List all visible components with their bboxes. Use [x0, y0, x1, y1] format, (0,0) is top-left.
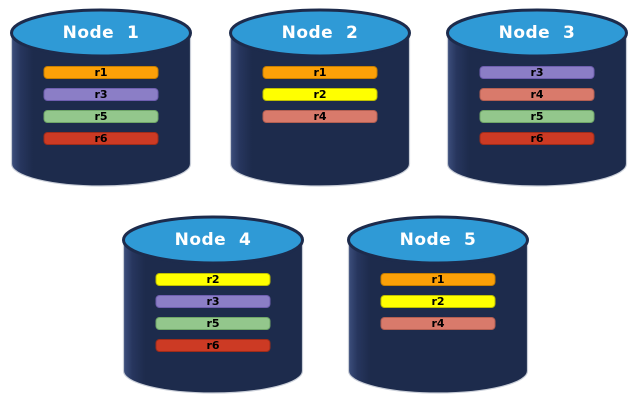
replica-label: r5	[94, 110, 108, 123]
replica-label: r4	[431, 317, 445, 330]
replica-label: r5	[206, 317, 220, 330]
replica-bar-r3: r3	[479, 66, 595, 79]
replica-label: r5	[530, 110, 544, 123]
replica-bar-r3: r3	[43, 88, 159, 101]
replica-label: r2	[313, 88, 327, 101]
replica-label: r6	[94, 132, 108, 145]
replica-bar-r2: r2	[380, 295, 496, 308]
database-node-2: Node 2 r1 r2 r4	[229, 8, 411, 188]
database-node-3: Node 3 r3 r4 r5 r6	[446, 8, 628, 188]
replica-list: r2 r3 r5 r6	[155, 273, 271, 361]
replica-list: r1 r3 r5 r6	[43, 66, 159, 154]
replica-bar-r5: r5	[43, 110, 159, 123]
replica-bar-r6: r6	[43, 132, 159, 145]
replica-label: r3	[206, 295, 220, 308]
node-title: Node 3	[498, 23, 576, 43]
replica-label: r4	[313, 110, 327, 123]
database-node-5: Node 5 r1 r2 r4	[347, 215, 529, 395]
replica-label: r3	[94, 88, 108, 101]
replica-label: r6	[206, 339, 220, 352]
replica-bar-r6: r6	[155, 339, 271, 352]
cylinder-top-ellipse	[10, 8, 192, 58]
replica-label: r4	[530, 88, 544, 101]
database-node-4: Node 4 r2 r3 r5 r6	[122, 215, 304, 395]
replica-label: r2	[431, 295, 445, 308]
node-title: Node 4	[174, 230, 252, 250]
replica-list: r1 r2 r4	[380, 273, 496, 339]
node-title: Node 2	[281, 23, 359, 43]
replica-bar-r5: r5	[479, 110, 595, 123]
replica-label: r1	[431, 273, 445, 286]
node-title: Node 5	[399, 230, 477, 250]
replica-bar-r4: r4	[479, 88, 595, 101]
node-title: Node 1	[62, 23, 140, 43]
replica-bar-r3: r3	[155, 295, 271, 308]
cylinder-top-ellipse	[122, 215, 304, 265]
replica-label: r3	[530, 66, 544, 79]
cylinder-top-ellipse	[446, 8, 628, 58]
replica-label: r6	[530, 132, 544, 145]
cylinder-top-ellipse	[347, 215, 529, 265]
cylinder-top-ellipse	[229, 8, 411, 58]
replica-bar-r2: r2	[155, 273, 271, 286]
replica-bar-r1: r1	[262, 66, 378, 79]
replica-bar-r2: r2	[262, 88, 378, 101]
replica-list: r1 r2 r4	[262, 66, 378, 132]
replica-bar-r5: r5	[155, 317, 271, 330]
replica-label: r1	[313, 66, 327, 79]
replica-bar-r6: r6	[479, 132, 595, 145]
replica-bar-r4: r4	[380, 317, 496, 330]
replica-bar-r4: r4	[262, 110, 378, 123]
replica-label: r1	[94, 66, 108, 79]
replica-bar-r1: r1	[43, 66, 159, 79]
database-node-1: Node 1 r1 r3 r5 r6	[10, 8, 192, 188]
replica-bar-r1: r1	[380, 273, 496, 286]
replica-list: r3 r4 r5 r6	[479, 66, 595, 154]
replica-label: r2	[206, 273, 220, 286]
